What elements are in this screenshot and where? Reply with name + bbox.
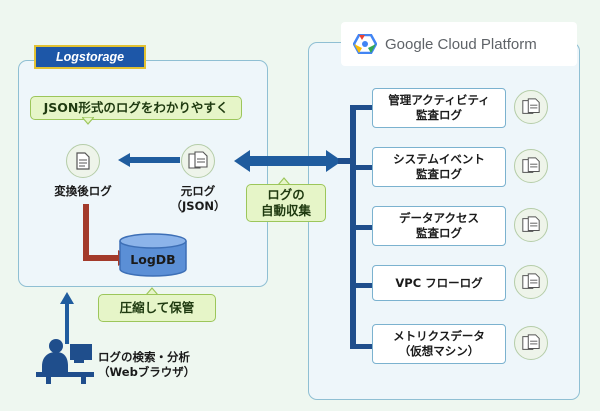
callout-compress-store-text: 圧縮して保管 bbox=[119, 300, 195, 316]
documents-icon bbox=[522, 216, 540, 232]
gcp-log-admin-activity-label: 管理アクティビティ 監査ログ bbox=[388, 93, 490, 122]
original-log-icon bbox=[181, 144, 215, 178]
gcp-log-vpc-flow: VPC フローログ bbox=[372, 265, 506, 301]
document-icon bbox=[76, 152, 90, 170]
original-log-label: 元ログ （JSON） bbox=[170, 184, 226, 213]
documents-icon bbox=[522, 334, 540, 350]
documents-icon bbox=[188, 151, 208, 169]
gcp-logo: Google Cloud Platform bbox=[341, 22, 577, 66]
callout-json-readable: JSON形式のログをわかりやすく bbox=[30, 96, 242, 120]
gcp-logo-text: Google Cloud Platform bbox=[385, 35, 537, 53]
callout-compress-pointer bbox=[146, 287, 158, 295]
callout-json-pointer bbox=[82, 117, 94, 125]
collect-double-arrow bbox=[234, 150, 342, 172]
search-analyze-label: ログの検索・分析 （Webブラウザ） bbox=[98, 350, 196, 379]
gcp-doc-icon-5 bbox=[514, 326, 548, 360]
converted-log-label: 変換後ログ bbox=[54, 184, 112, 198]
gcp-doc-icon-4 bbox=[514, 265, 548, 299]
documents-icon bbox=[522, 98, 540, 114]
documents-icon bbox=[522, 273, 540, 289]
callout-collect-pointer bbox=[278, 177, 290, 185]
callout-compress-store: 圧縮して保管 bbox=[98, 294, 216, 322]
gcp-log-data-access-label: データアクセス 監査ログ bbox=[399, 211, 479, 240]
gcp-doc-icon-1 bbox=[514, 90, 548, 124]
search-arrow bbox=[60, 292, 74, 344]
gcp-log-system-event: システムイベント 監査ログ bbox=[372, 147, 506, 187]
user-at-pc-icon bbox=[36, 339, 94, 384]
callout-auto-collect-text: ログの 自動収集 bbox=[260, 187, 311, 218]
gcp-log-metrics-vm-label: メトリクスデータ （仮想マシン） bbox=[393, 329, 485, 358]
gcp-log-data-access: データアクセス 監査ログ bbox=[372, 206, 506, 246]
convert-arrow bbox=[118, 153, 180, 167]
documents-icon bbox=[522, 157, 540, 173]
converted-log-icon bbox=[66, 144, 100, 178]
gcp-log-vpc-flow-label: VPC フローログ bbox=[395, 275, 483, 290]
gcp-log-metrics-vm: メトリクスデータ （仮想マシン） bbox=[372, 324, 506, 364]
logstorage-logo-text: Logstorage bbox=[55, 50, 125, 64]
database-icon bbox=[119, 233, 187, 277]
gcp-connector-tree bbox=[338, 105, 376, 349]
logstorage-logo: Logstorage bbox=[34, 45, 146, 69]
callout-auto-collect: ログの 自動収集 bbox=[246, 184, 326, 222]
logdb-label: LogDB bbox=[130, 252, 176, 267]
gcp-log-admin-activity: 管理アクティビティ 監査ログ bbox=[372, 88, 506, 128]
callout-json-readable-text: JSON形式のログをわかりやすく bbox=[43, 100, 229, 116]
gcp-hexagon-icon bbox=[353, 34, 377, 54]
gcp-doc-icon-2 bbox=[514, 149, 548, 183]
gcp-log-system-event-label: システムイベント 監査ログ bbox=[393, 152, 485, 181]
gcp-doc-icon-3 bbox=[514, 208, 548, 242]
